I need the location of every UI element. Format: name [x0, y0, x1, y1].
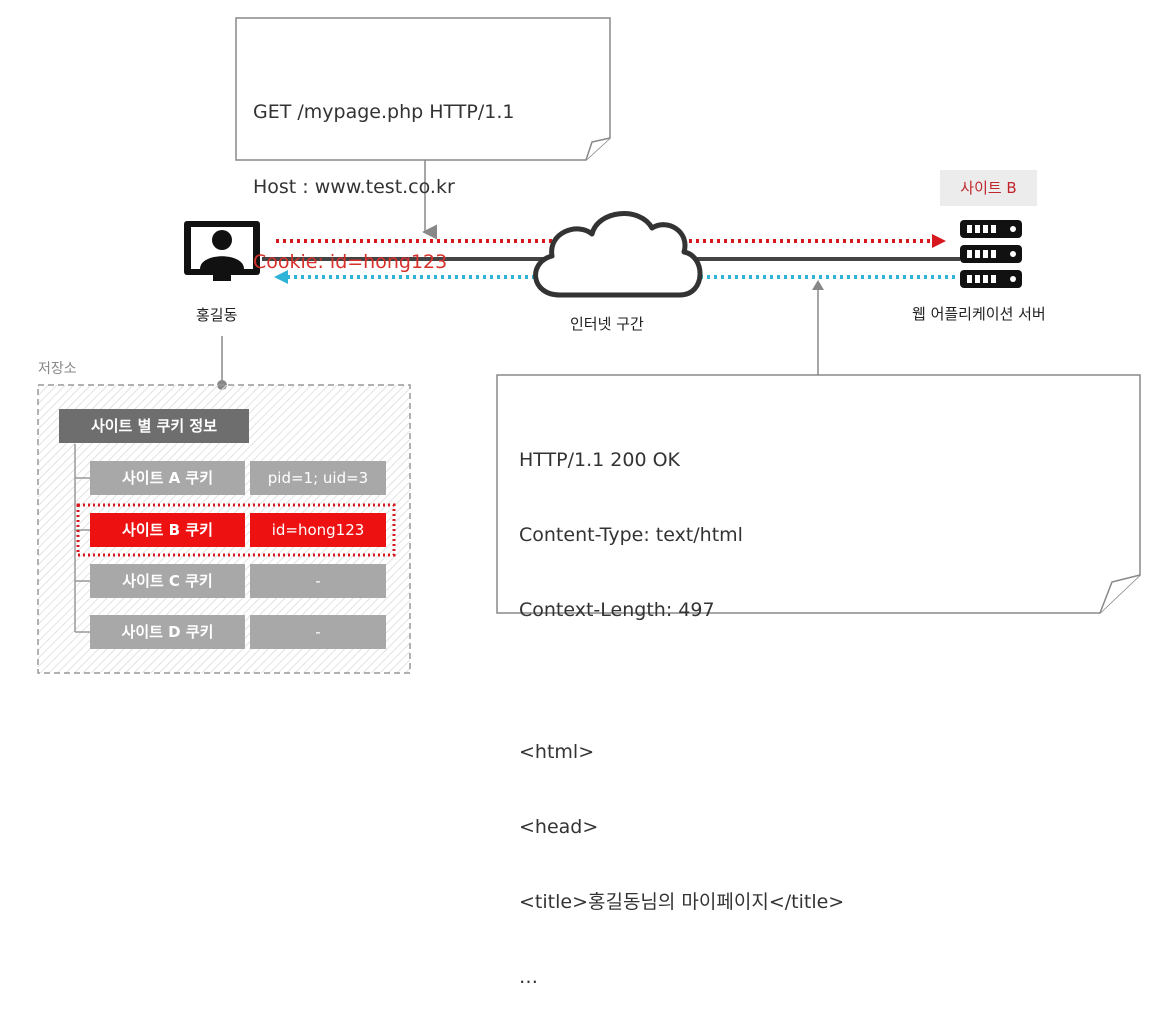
- response-line-2: Content-Type: text/html: [519, 524, 743, 546]
- request-line-2: Host : www.test.co.kr: [253, 176, 455, 198]
- response-note-shape: [496, 374, 1141, 614]
- response-line-6: <head>: [519, 816, 599, 838]
- site-c-cookie-value: -: [250, 564, 386, 598]
- site-c-cookie-name: 사이트 C 쿠키: [90, 564, 245, 598]
- site-b-cookie-value: id=hong123: [250, 513, 386, 547]
- request-note-shape: [235, 17, 611, 161]
- site-a-cookie-value: pid=1; uid=3: [250, 461, 386, 495]
- response-note: HTTP/1.1 200 OK Content-Type: text/html …: [519, 398, 844, 1015]
- site-d-cookie-name: 사이트 D 쿠키: [90, 615, 245, 649]
- request-cookie-line: Cookie: id=hong123: [253, 251, 448, 273]
- client-label: 홍길동: [196, 306, 238, 324]
- request-note: GET /mypage.php HTTP/1.1 Host : www.test…: [253, 50, 514, 300]
- storage-label: 저장소: [38, 361, 77, 377]
- storage-header: 사이트 별 쿠키 정보: [59, 409, 249, 443]
- request-line-1: GET /mypage.php HTTP/1.1: [253, 101, 515, 123]
- cloud-icon: [533, 211, 703, 298]
- server-label: 웹 어플리케이션 서버: [912, 305, 1046, 323]
- highlight-border: [76, 503, 396, 557]
- site-a-cookie-name: 사이트 A 쿠키: [90, 461, 245, 495]
- response-connector-arrowhead: [812, 280, 824, 290]
- server-icon: [960, 220, 1022, 288]
- response-line-3: Context-Length: 497: [519, 599, 715, 621]
- response-line-5: <html>: [519, 741, 595, 763]
- internet-label: 인터넷 구간: [570, 315, 644, 333]
- response-line-4: [519, 673, 844, 690]
- request-arrowhead: [932, 234, 946, 248]
- site-b-cookie-name: 사이트 B 쿠키: [90, 513, 245, 547]
- server-site-tag: 사이트 B: [940, 170, 1037, 206]
- response-line-7: <title>홍길동님의 마이페이지</title>: [519, 891, 845, 913]
- user-computer-icon: [184, 221, 260, 281]
- response-line-1: HTTP/1.1 200 OK: [519, 449, 680, 471]
- response-line-8: …: [519, 966, 538, 988]
- site-d-cookie-value: -: [250, 615, 386, 649]
- response-arrowhead: [274, 270, 288, 284]
